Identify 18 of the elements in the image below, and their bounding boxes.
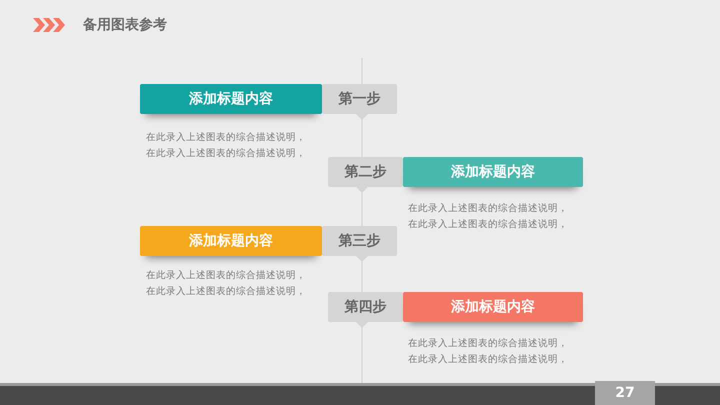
- title-bar: 添加标题内容: [140, 226, 322, 256]
- description-text: 在此录入上述图表的综合描述说明，: [146, 131, 306, 145]
- title-bar: 添加标题内容: [140, 84, 322, 114]
- description-text: 在此录入上述图表的综合描述说明，: [146, 269, 306, 283]
- page-number: 27: [595, 381, 655, 405]
- description-text: 在此录入上述图表的综合描述说明，: [408, 353, 568, 367]
- description-text: 在此录入上述图表的综合描述说明，: [408, 202, 568, 216]
- step-tab: 第二步: [328, 157, 403, 187]
- title-bar: 添加标题内容: [403, 157, 583, 187]
- step-tab: 第一步: [322, 84, 397, 114]
- title-bar: 添加标题内容: [403, 292, 583, 322]
- step-tab: 第四步: [328, 292, 403, 322]
- description-text: 在此录入上述图表的综合描述说明，: [408, 337, 568, 351]
- description-text: 在此录入上述图表的综合描述说明，: [408, 218, 568, 232]
- step-tab: 第三步: [322, 226, 397, 256]
- description-text: 在此录入上述图表的综合描述说明，: [146, 147, 306, 161]
- slide-title: 备用图表参考: [83, 16, 167, 34]
- description-text: 在此录入上述图表的综合描述说明，: [146, 285, 306, 299]
